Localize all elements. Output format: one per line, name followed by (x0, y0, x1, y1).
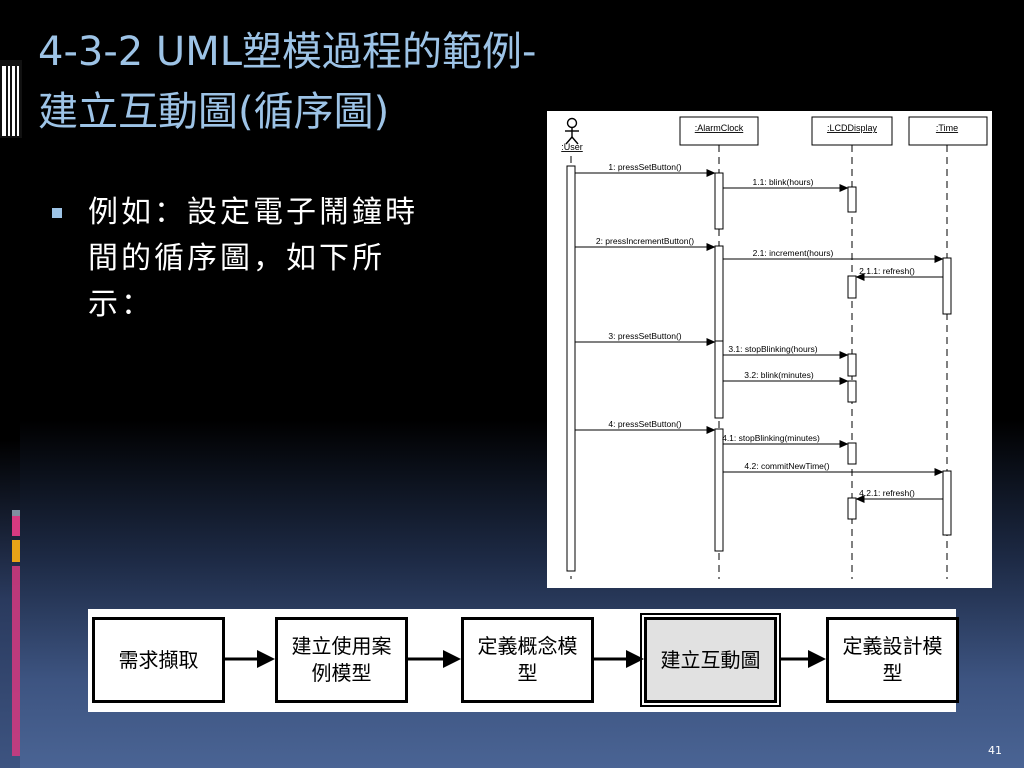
activation-bar (847, 380, 857, 403)
flow-arrow-icon (779, 650, 826, 668)
accent-block-orange (12, 540, 20, 562)
left-accent-bar (0, 0, 20, 768)
flow-step-use-case-model: 建立使用案例模型 (275, 617, 408, 703)
flow-arrow-icon (408, 650, 461, 668)
accent-block-pink (12, 516, 20, 536)
slide-title-line1: 4-3-2 UML塑模過程的範例- (38, 29, 537, 75)
activation-bar (942, 257, 952, 315)
flow-step-requirements: 需求擷取 (92, 617, 225, 703)
sequence-diagram: :User :AlarmClock :LCDDisplay :Time 1: pres… (547, 111, 992, 588)
flow-step-concept-model: 定義概念模型 (461, 617, 594, 703)
actor-icon (565, 117, 579, 145)
activation-bar (714, 172, 724, 230)
flow-step-interaction-diagram: 建立互動圖 (640, 613, 781, 707)
participant-label: :AlarmClock (695, 123, 744, 133)
message-label: 4.1: stopBlinking(minutes) (722, 433, 820, 443)
accent-block-pink-lower (12, 566, 20, 756)
activation-bar (847, 275, 857, 299)
page-number: 41 (988, 744, 1002, 757)
activation-bar (714, 340, 724, 419)
process-flow: 需求擷取 建立使用案例模型 定義概念模型 建立互動圖 定義設計模型 (88, 609, 959, 712)
message-label: 3: pressSetButton() (608, 331, 681, 341)
activation-bar (847, 497, 857, 520)
participant-box (679, 116, 759, 146)
message-label: 3.1: stopBlinking(hours) (728, 344, 817, 354)
slide-title-line2: 建立互動圖(循序圖) (38, 89, 390, 135)
participant-label: :LCDDisplay (827, 123, 878, 133)
activation-bar (847, 353, 857, 377)
flow-arrow-icon (594, 650, 644, 668)
square-bullet-icon (52, 208, 62, 218)
message-label: 4: pressSetButton() (608, 419, 681, 429)
flow-step-design-model: 定義設計模型 (826, 617, 959, 703)
participant-label: :Time (936, 123, 958, 133)
activation-bar (847, 186, 857, 213)
bullet-text: 例如：設定電子鬧鐘時間的循序圖，如下所示： (88, 195, 418, 322)
title-stripes-decoration (0, 60, 22, 138)
message-label: 1: pressSetButton() (608, 162, 681, 172)
message-label: 2: pressIncrementButton() (596, 236, 694, 246)
sequence-diagram-canvas: :User :AlarmClock :LCDDisplay :Time 1: pres… (561, 116, 988, 579)
message-label: 2.1.1: refresh() (859, 266, 915, 276)
slide-title: 4-3-2 UML塑模過程的範例- 建立互動圖(循序圖) (38, 22, 536, 142)
flow-arrow-icon (225, 650, 275, 668)
activation-bar (566, 165, 576, 572)
activation-bar (942, 470, 952, 536)
message-label: 4.2.1: refresh() (859, 488, 915, 498)
activation-bar (847, 442, 857, 465)
message-label: 3.2: blink(minutes) (744, 370, 814, 380)
message-label: 1.1: blink(hours) (753, 177, 814, 187)
participant-box (908, 116, 988, 146)
message-label: 4.2: commitNewTime() (744, 461, 829, 471)
participant-label: :User (561, 142, 583, 152)
message-label: 2.1: increment(hours) (753, 248, 834, 258)
bullet-item: 例如：設定電子鬧鐘時間的循序圖，如下所示： (52, 190, 432, 328)
activation-bar (714, 428, 724, 552)
participant-box (811, 116, 893, 146)
